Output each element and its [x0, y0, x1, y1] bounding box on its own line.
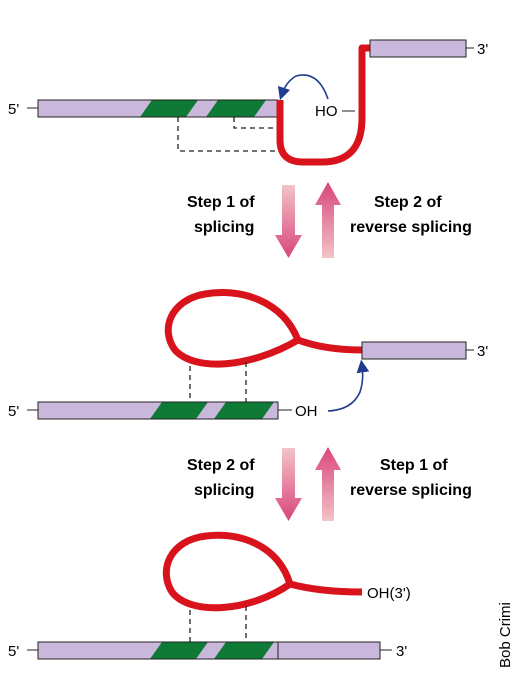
top-blue-attack-arrow — [277, 74, 329, 101]
bottom-green-segment-1 — [150, 642, 208, 659]
top-intron-u — [276, 44, 370, 166]
top-three-prime-label: 3' — [477, 41, 488, 58]
down-arrow-step2-splicing — [275, 448, 302, 521]
step-label-top-left-1: Step 1 of — [187, 194, 255, 211]
step-label-bottom-right-2: reverse splicing — [350, 482, 472, 499]
top-green-segment-1 — [140, 100, 198, 117]
bottom-oh3-label: OH(3') — [367, 585, 411, 602]
down-arrow-step1-splicing — [275, 185, 302, 258]
bottom-five-prime-label: 5' — [8, 643, 19, 660]
top-exon-right — [369, 39, 467, 58]
middle-blue-attack-arrow — [327, 359, 370, 412]
top-dashed-pairing-inner — [233, 117, 276, 129]
up-arrow-step2-reverse — [315, 182, 341, 258]
top-five-prime-label: 5' — [8, 101, 19, 118]
middle-panel: 3' 5' OH — [8, 289, 488, 420]
step-label-bottom-left-2: splicing — [194, 482, 254, 499]
middle-green-segment-2 — [214, 402, 274, 419]
top-panel: 3' 5' HO — [8, 39, 488, 166]
middle-green-segment-1 — [150, 402, 208, 419]
middle-exon-right — [361, 341, 467, 360]
step-label-top-left-2: splicing — [194, 219, 254, 236]
bottom-lariat-loop — [162, 531, 363, 612]
step-label-bottom-left-1: Step 2 of — [187, 457, 255, 474]
bottom-three-prime-label: 3' — [396, 643, 407, 660]
step-label-top-right-2: reverse splicing — [350, 219, 472, 236]
middle-oh-label: OH — [295, 403, 318, 420]
middle-three-prime-label: 3' — [477, 343, 488, 360]
upper-reaction-arrows: Step 1 of splicing Step 2 of reverse spl… — [187, 182, 472, 258]
middle-lariat-loop — [164, 289, 363, 368]
up-arrow-step1-reverse — [315, 447, 341, 521]
bottom-green-segment-2 — [214, 642, 274, 659]
artist-credit: Bob Crimi — [497, 602, 514, 668]
bottom-exon-right — [277, 641, 381, 660]
top-green-segment-2 — [206, 100, 266, 117]
top-dashed-pairing-outer — [177, 117, 284, 152]
middle-five-prime-label: 5' — [8, 403, 19, 420]
top-ho-label: HO — [315, 103, 338, 120]
step-label-bottom-right-1: Step 1 of — [380, 457, 448, 474]
bottom-panel: OH(3') 5' 3' — [8, 531, 411, 660]
lower-reaction-arrows: Step 2 of splicing Step 1 of reverse spl… — [187, 447, 472, 521]
step-label-top-right-1: Step 2 of — [374, 194, 442, 211]
